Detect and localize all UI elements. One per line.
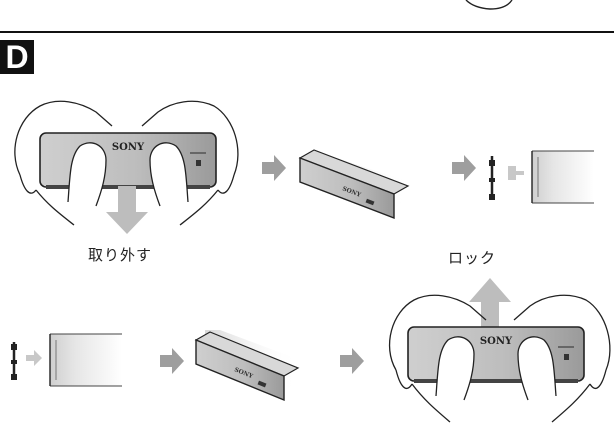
arrow-down-icon: [106, 186, 148, 234]
section-badge: D: [0, 40, 34, 74]
section-rule: [0, 31, 614, 33]
arrow-left-icon: [508, 166, 524, 180]
panel-button: [564, 354, 569, 360]
arrow-right-icon: [26, 350, 42, 366]
arrow-up-icon: [469, 278, 511, 328]
left-thumb: [67, 142, 107, 207]
hands-locking-panel: SONY: [388, 278, 611, 423]
unit-body: [532, 151, 594, 203]
step-arrow-right-icon: [452, 155, 476, 181]
panel-label-mark: [190, 152, 206, 154]
hands-removing-panel: SONY: [14, 100, 239, 234]
step-arrow-right-icon: [340, 348, 364, 374]
right-hand-outline: [141, 100, 239, 176]
panel-brand-label: SONY: [480, 336, 513, 347]
panel-side-view-1: SONY: [298, 149, 410, 220]
left-thumb: [435, 336, 475, 401]
caption-remove: 取り外す: [88, 246, 153, 264]
bracket-detach-detail: [489, 150, 594, 204]
right-thumb: [517, 336, 557, 401]
unit-body: [50, 334, 122, 386]
panel-button: [196, 160, 201, 166]
caption-lock: ロック: [448, 249, 497, 267]
step-arrow-right-icon: [160, 348, 184, 374]
prev-figure-fragment: [465, 0, 513, 10]
left-hand-outline: [388, 294, 487, 371]
panel-brand-label: SONY: [112, 142, 145, 153]
right-hand-outline: [513, 294, 611, 371]
step-arrow-right-icon: [262, 155, 286, 181]
bracket-attach-detail: [11, 333, 122, 387]
left-hand-outline: [14, 100, 113, 176]
panel-side-view-2: SONY: [194, 330, 300, 402]
right-thumb: [149, 142, 189, 207]
